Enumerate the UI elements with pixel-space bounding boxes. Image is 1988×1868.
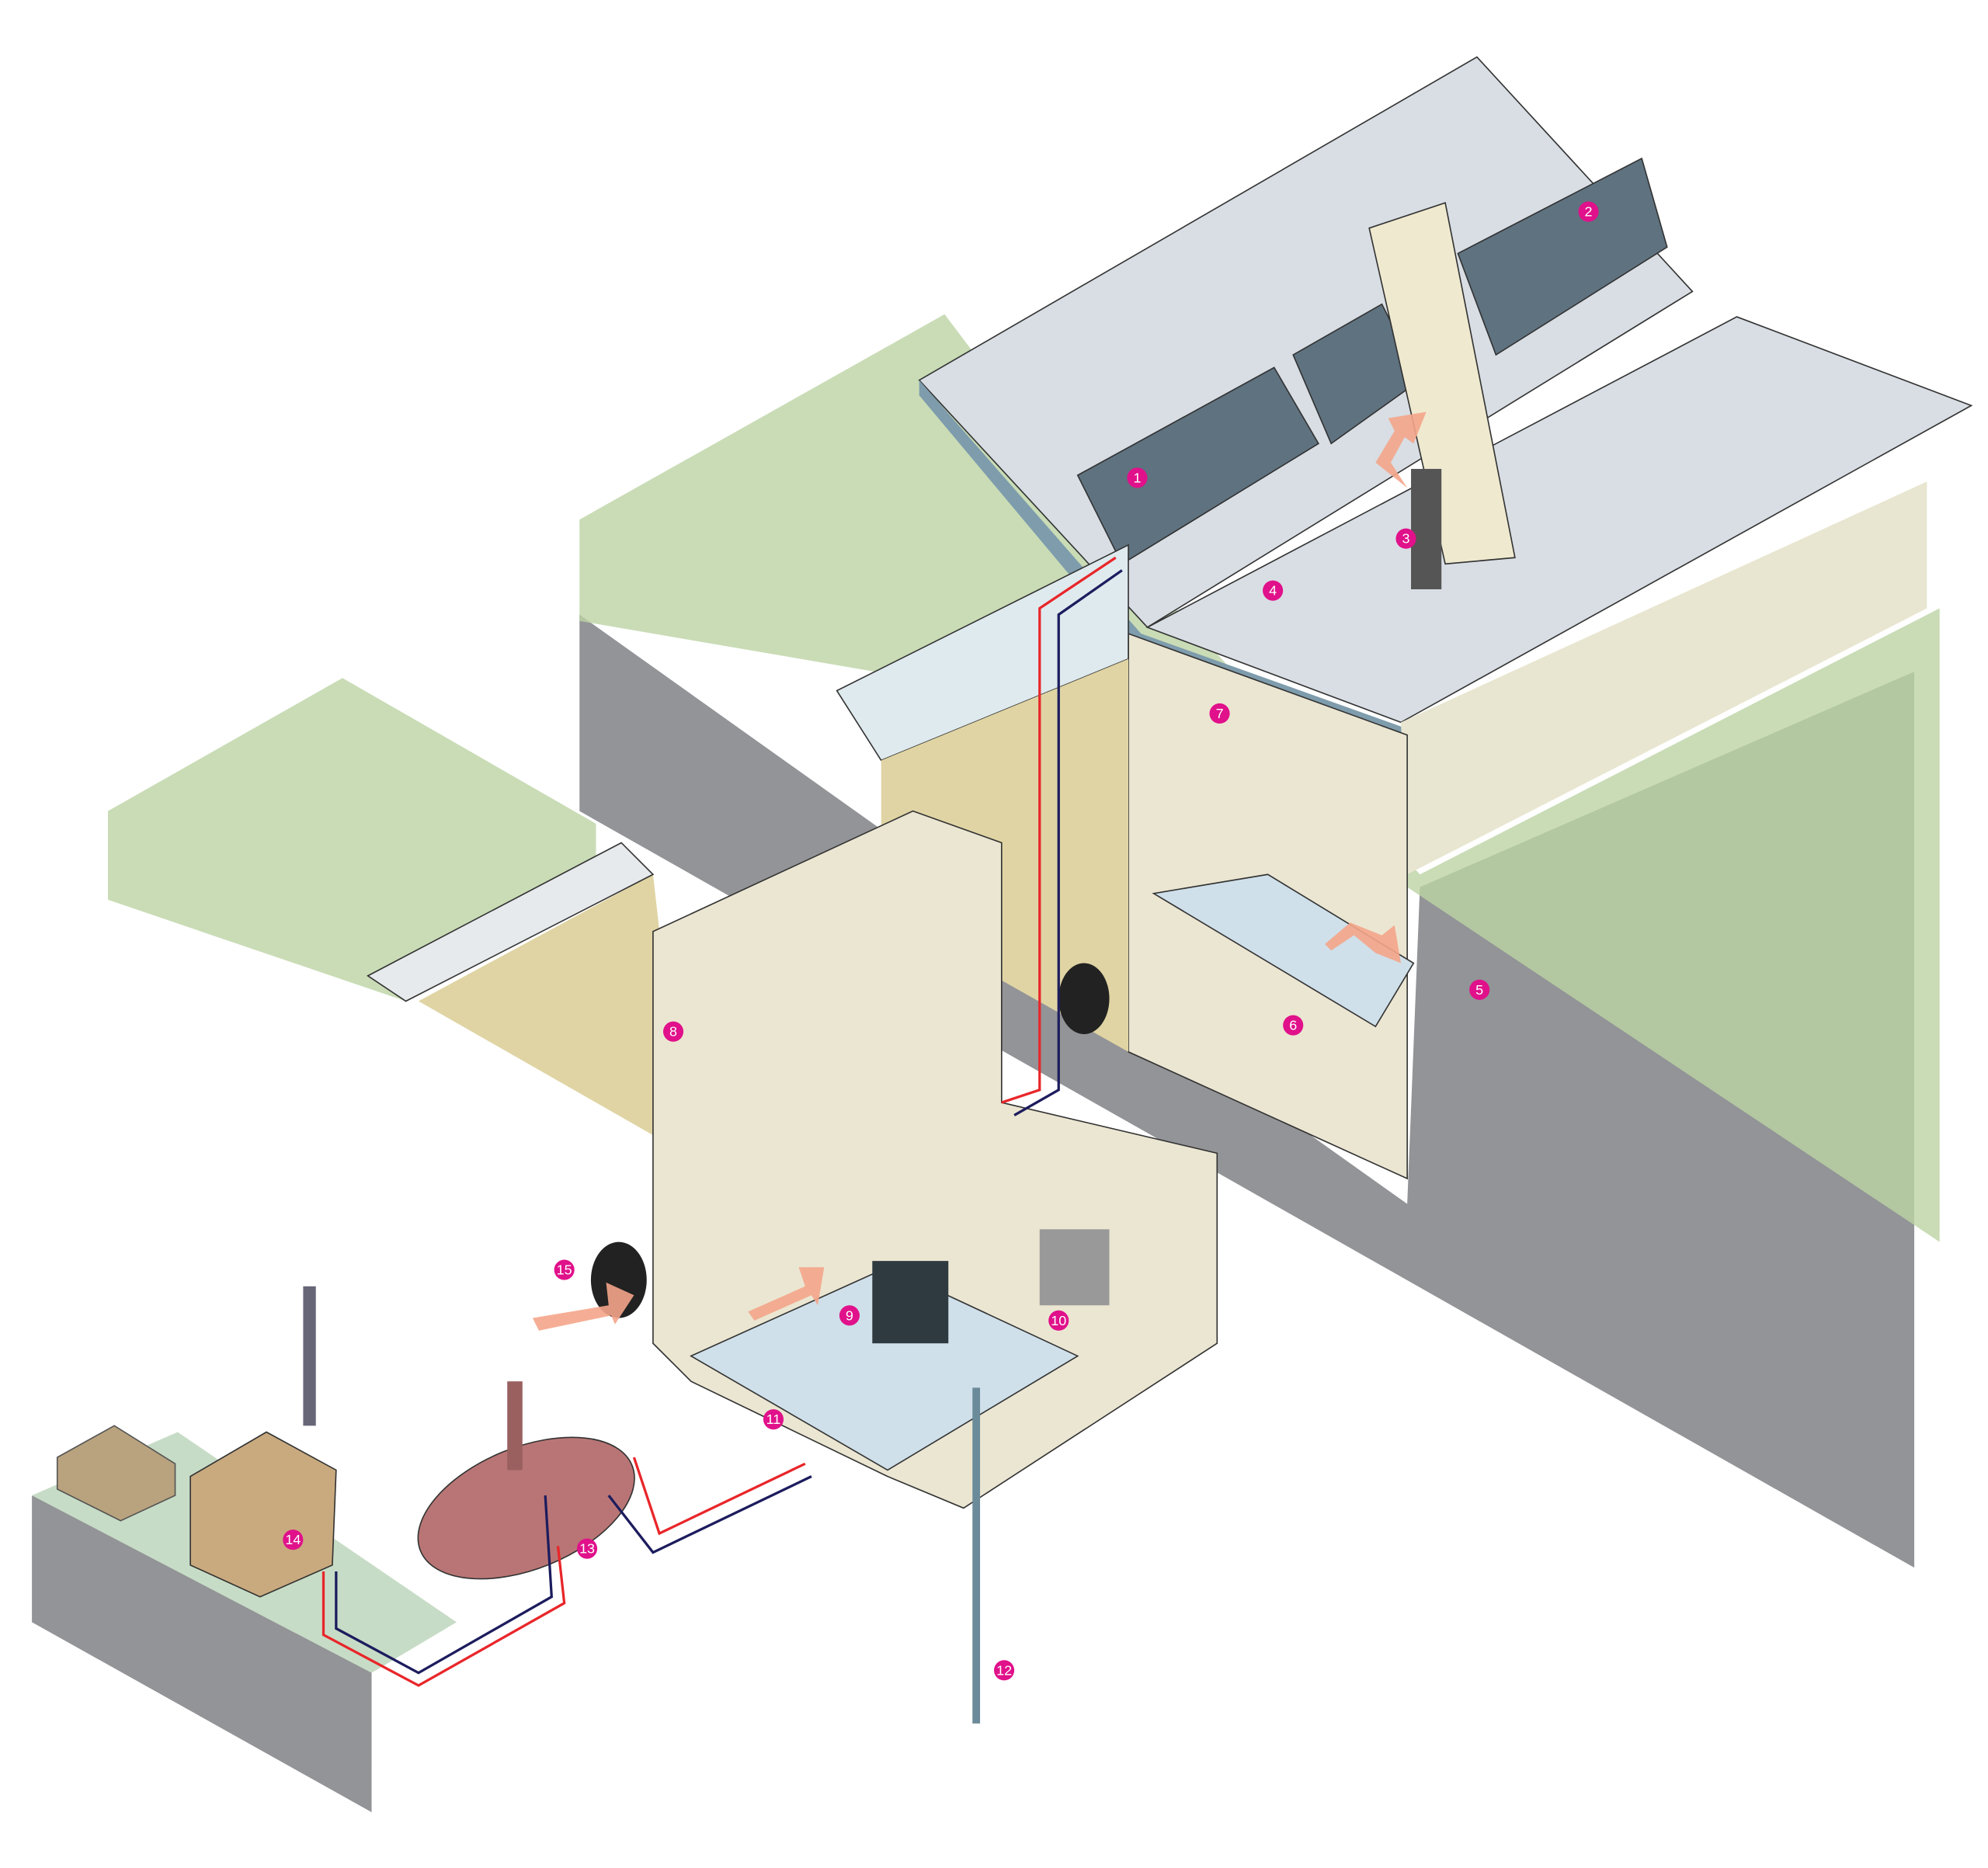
airflow-arrow-inside xyxy=(748,1267,825,1321)
marker-5-label: 5 xyxy=(1475,982,1483,998)
marker-2-label: 2 xyxy=(1585,204,1593,220)
hay-bales xyxy=(56,1425,176,1522)
marker-8: 8 xyxy=(662,1021,684,1042)
marker-1-label: 1 xyxy=(1133,470,1141,485)
pipework xyxy=(321,556,1123,1687)
marker-9-label: 9 xyxy=(846,1307,853,1323)
marker-12-label: 12 xyxy=(996,1662,1012,1678)
airflow-arrow-intake xyxy=(532,1282,634,1331)
airflow-arrow-chimney xyxy=(1375,411,1427,488)
marker-8-label: 8 xyxy=(669,1024,677,1040)
marker-10: 10 xyxy=(1048,1310,1069,1331)
airflow-arrows xyxy=(532,411,1427,1331)
solar-panels xyxy=(1076,157,1668,565)
marker-6: 6 xyxy=(1283,1015,1304,1036)
marker-7-label: 7 xyxy=(1216,706,1224,721)
rear-air-duct xyxy=(1058,963,1110,1034)
marker-2: 2 xyxy=(1578,201,1599,222)
marker-7: 7 xyxy=(1209,703,1230,724)
shed-flue xyxy=(303,1286,316,1426)
plant-room-floor xyxy=(690,1266,1079,1471)
marker-13: 13 xyxy=(576,1538,598,1559)
roof-vent-turbine xyxy=(1411,468,1442,590)
left-room-floor xyxy=(418,874,685,1154)
marker-6-label: 6 xyxy=(1289,1018,1297,1033)
air-intake-duct xyxy=(590,1241,647,1318)
marker-3-label: 3 xyxy=(1402,531,1410,547)
marker-15: 15 xyxy=(554,1259,575,1280)
marker-5: 5 xyxy=(1469,979,1490,1000)
tank-flue xyxy=(507,1381,523,1470)
marker-1: 1 xyxy=(1127,467,1148,488)
airflow-arrow-floor xyxy=(1325,922,1401,964)
callout-markers: 1 2 3 4 5 6 7 8 9 10 11 12 13 14 15 xyxy=(283,201,1599,1681)
earth-cross-section-left xyxy=(32,1495,372,1813)
marker-13-label: 13 xyxy=(579,1541,595,1557)
biomass-boiler-shed xyxy=(189,1431,337,1598)
marker-15-label: 15 xyxy=(557,1262,572,1278)
hot-water-cylinders xyxy=(872,1261,949,1344)
rear-room-floor xyxy=(881,658,1129,1052)
front-wall xyxy=(1400,481,1927,875)
thermal-store-tank xyxy=(417,1436,635,1580)
marker-3: 3 xyxy=(1395,528,1416,549)
marker-4: 4 xyxy=(1263,580,1284,601)
cold-pipe xyxy=(335,569,1123,1675)
chimney xyxy=(1368,202,1516,565)
hot-pipe xyxy=(321,556,1117,1687)
battery-bank xyxy=(1039,1229,1110,1306)
interior-floor xyxy=(1152,873,1415,1028)
marker-11: 11 xyxy=(763,1409,784,1430)
marker-11-label: 11 xyxy=(766,1411,781,1427)
marker-14-label: 14 xyxy=(285,1532,301,1547)
roof-front xyxy=(1145,316,1973,724)
marker-9: 9 xyxy=(839,1305,860,1326)
marker-14: 14 xyxy=(283,1529,304,1550)
marker-12: 12 xyxy=(994,1660,1015,1681)
marker-10-label: 10 xyxy=(1051,1313,1066,1328)
left-canopy xyxy=(367,842,655,1002)
marker-4-label: 4 xyxy=(1269,583,1277,599)
house xyxy=(367,56,1973,1724)
